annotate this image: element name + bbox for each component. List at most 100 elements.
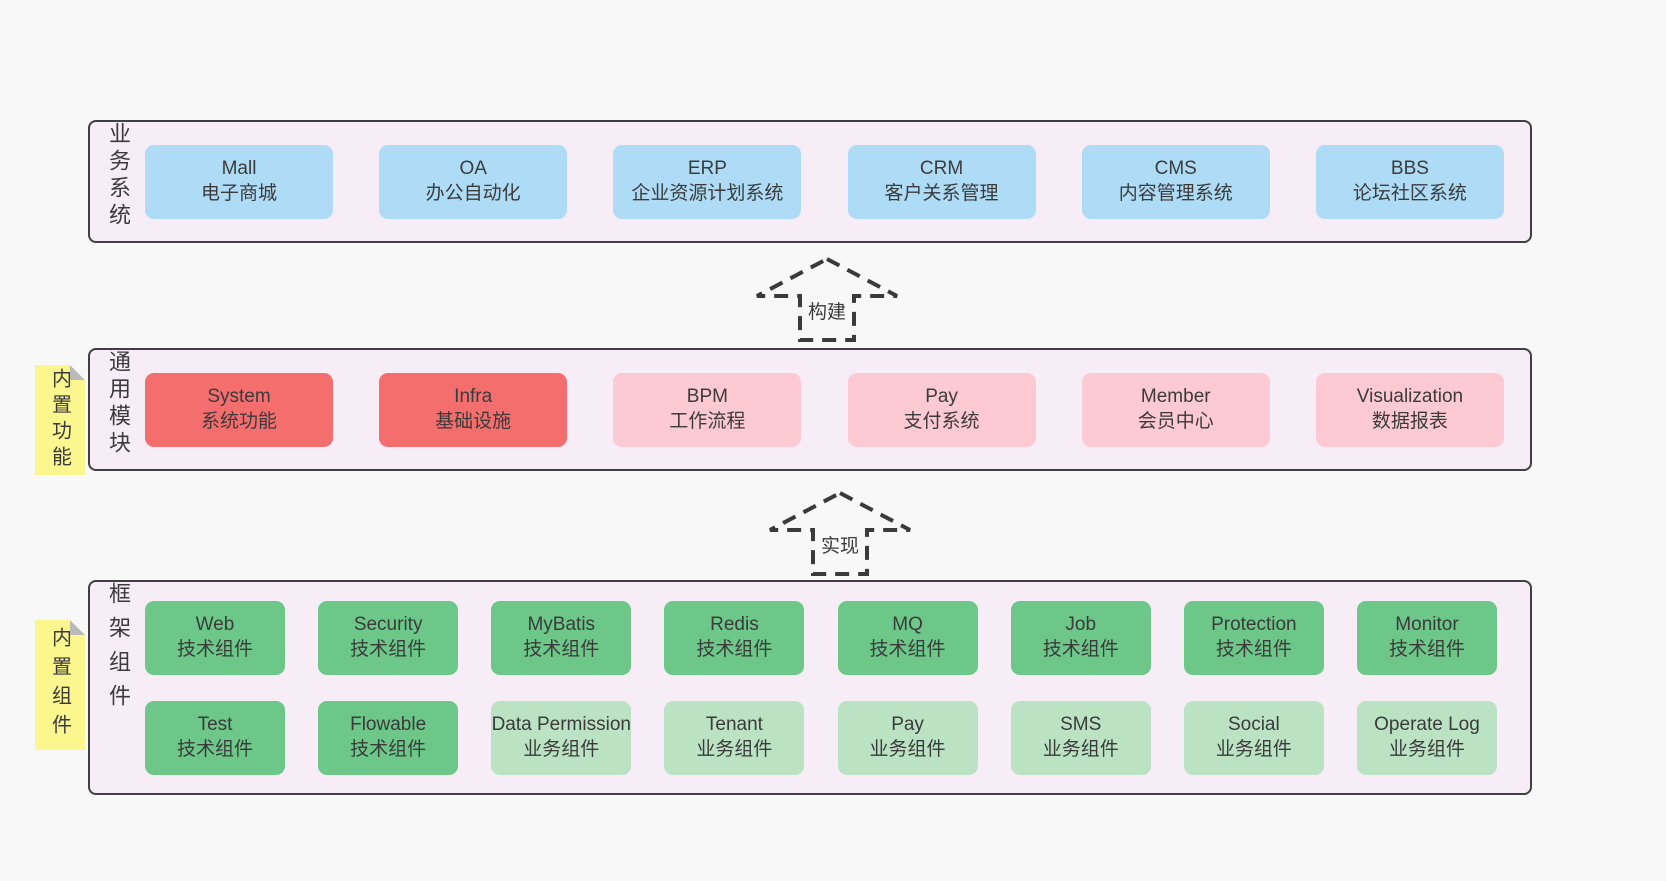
- box-title: Mall: [221, 158, 257, 180]
- sticky-note-builtin-features: 内置功能: [35, 365, 85, 475]
- box-subtitle: 技术组件: [1042, 638, 1119, 660]
- box-member: Member 会员中心: [1081, 372, 1270, 447]
- box-bpm: BPM 工作流程: [613, 372, 802, 447]
- box-subtitle: 会员中心: [1137, 410, 1214, 432]
- panel-rows: System 系统功能 Infra 基础设施 BPM 工作流程 Pay 支付系统…: [145, 350, 1504, 469]
- box-system: System 系统功能: [145, 372, 333, 447]
- box-subtitle: 企业资源计划系统: [631, 182, 784, 204]
- box-sms: SMS 业务组件: [1010, 700, 1151, 775]
- box-title: CRM: [919, 158, 964, 180]
- up-block-arrow-icon: [769, 490, 911, 576]
- box-subtitle: 内容管理系统: [1118, 182, 1233, 204]
- box-title: Data Permission: [491, 714, 631, 736]
- box-erp: ERP 企业资源计划系统: [613, 144, 802, 219]
- box-subtitle: 业务组件: [1215, 738, 1292, 760]
- panel-business-systems: 业务系统 Mall 电子商城 OA 办公自动化 ERP 企业资源计划系统 CRM…: [88, 120, 1532, 243]
- box-web: Web 技术组件: [145, 600, 285, 675]
- box-title: Pay: [891, 714, 924, 736]
- box-crm: CRM 客户关系管理: [847, 144, 1036, 219]
- box-title: Social: [1227, 714, 1280, 736]
- box-title: SMS: [1060, 714, 1102, 736]
- box-flowable: Flowable 技术组件: [318, 700, 459, 775]
- box-title: BBS: [1390, 158, 1429, 180]
- box-subtitle: 业务组件: [696, 738, 773, 760]
- panel-title-business: 业务系统: [106, 122, 131, 230]
- box-pay-component: Pay 业务组件: [837, 700, 978, 775]
- box-title: Protection: [1211, 614, 1297, 636]
- box-subtitle: 业务组件: [1042, 738, 1119, 760]
- box-data-permission: Data Permission 业务组件: [491, 700, 632, 775]
- box-subtitle: 办公自动化: [425, 182, 521, 204]
- box-subtitle: 系统功能: [200, 410, 277, 432]
- box-title: Web: [195, 614, 235, 636]
- box-subtitle: 业务组件: [523, 738, 600, 760]
- box-social: Social 业务组件: [1183, 700, 1324, 775]
- box-redis: Redis 技术组件: [664, 600, 805, 675]
- box-subtitle: 业务组件: [869, 738, 946, 760]
- box-subtitle: 技术组件: [696, 638, 773, 660]
- box-subtitle: 客户关系管理: [884, 182, 999, 204]
- box-title: CMS: [1154, 158, 1197, 180]
- arrow-build: 构建: [747, 254, 907, 344]
- box-subtitle: 技术组件: [350, 738, 427, 760]
- box-subtitle: 技术组件: [176, 638, 253, 660]
- box-subtitle: 工作流程: [669, 410, 746, 432]
- box-subtitle: 电子商城: [200, 182, 277, 204]
- panel-framework-components: 框架组件 Web 技术组件 Security 技术组件 MyBatis 技术组件…: [88, 580, 1532, 795]
- sticky-note-builtin-components: 内置组件: [35, 620, 85, 750]
- box-title: Tenant: [705, 714, 763, 736]
- box-mall: Mall 电子商城: [145, 144, 333, 219]
- box-row: Web 技术组件 Security 技术组件 MyBatis 技术组件 Redi…: [145, 600, 1497, 675]
- box-row: System 系统功能 Infra 基础设施 BPM 工作流程 Pay 支付系统…: [145, 372, 1504, 447]
- box-cms: CMS 内容管理系统: [1081, 144, 1270, 219]
- panel-title-framework: 框架组件: [106, 582, 131, 718]
- box-oa: OA 办公自动化: [379, 144, 568, 219]
- box-title: BPM: [686, 386, 728, 408]
- box-title: Operate Log: [1374, 714, 1480, 736]
- box-row: Mall 电子商城 OA 办公自动化 ERP 企业资源计划系统 CRM 客户关系…: [145, 144, 1504, 219]
- box-title: Visualization: [1356, 386, 1464, 408]
- box-subtitle: 技术组件: [350, 638, 427, 660]
- arrow-implement-label: 实现: [816, 530, 864, 559]
- box-subtitle: 业务组件: [1388, 738, 1465, 760]
- box-subtitle: 技术组件: [523, 638, 600, 660]
- box-title: Flowable: [350, 714, 427, 736]
- box-subtitle: 技术组件: [1215, 638, 1292, 660]
- box-title: Infra: [454, 386, 493, 408]
- box-test: Test 技术组件: [145, 700, 285, 775]
- box-mybatis: MyBatis 技术组件: [491, 600, 632, 675]
- box-subtitle: 技术组件: [869, 638, 946, 660]
- box-title: Member: [1140, 386, 1211, 408]
- up-block-arrow-icon: [756, 256, 898, 342]
- arrow-implement: 实现: [760, 488, 920, 578]
- panel-title-common: 通用模块: [106, 350, 131, 458]
- box-subtitle: 数据报表: [1371, 410, 1448, 432]
- box-bbs: BBS 论坛社区系统: [1315, 144, 1504, 219]
- panel-common-modules: 通用模块 System 系统功能 Infra 基础设施 BPM 工作流程 Pay…: [88, 348, 1532, 471]
- box-title: MyBatis: [527, 614, 596, 636]
- box-security: Security 技术组件: [318, 600, 459, 675]
- box-title: Monitor: [1395, 614, 1459, 636]
- box-title: Job: [1065, 614, 1097, 636]
- box-title: OA: [459, 158, 487, 180]
- panel-rows: Web 技术组件 Security 技术组件 MyBatis 技术组件 Redi…: [145, 582, 1497, 793]
- box-title: MQ: [892, 614, 923, 636]
- box-infra: Infra 基础设施: [379, 372, 568, 447]
- box-monitor: Monitor 技术组件: [1356, 600, 1497, 675]
- box-subtitle: 论坛社区系统: [1352, 182, 1467, 204]
- box-subtitle: 技术组件: [1388, 638, 1465, 660]
- box-subtitle: 支付系统: [903, 410, 980, 432]
- box-subtitle: 技术组件: [176, 738, 253, 760]
- box-title: Security: [353, 614, 423, 636]
- arrow-build-label: 构建: [803, 296, 851, 325]
- box-subtitle: 基础设施: [435, 410, 512, 432]
- panel-rows: Mall 电子商城 OA 办公自动化 ERP 企业资源计划系统 CRM 客户关系…: [145, 122, 1504, 241]
- box-title: ERP: [687, 158, 727, 180]
- box-tenant: Tenant 业务组件: [664, 700, 805, 775]
- box-pay-system: Pay 支付系统: [847, 372, 1036, 447]
- box-visualization: Visualization 数据报表: [1315, 372, 1504, 447]
- box-title: System: [207, 386, 271, 408]
- box-operate-log: Operate Log 业务组件: [1356, 700, 1497, 775]
- box-title: Redis: [710, 614, 759, 636]
